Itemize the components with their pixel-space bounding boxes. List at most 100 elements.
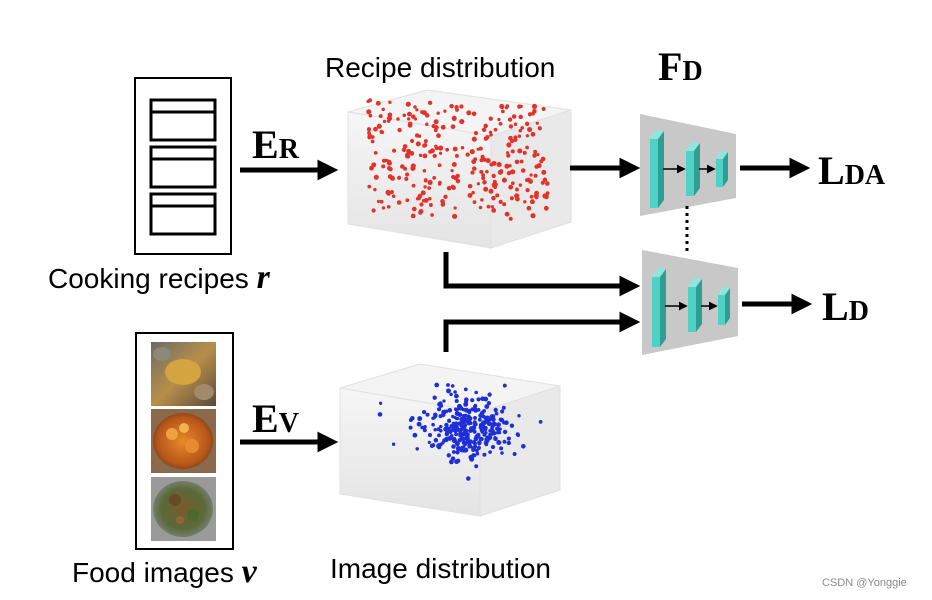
recipe-point [513, 135, 518, 140]
recipe-point [424, 178, 428, 182]
recipe-point [476, 182, 481, 186]
recipe-distribution-block: Recipe distribution [325, 52, 572, 249]
recipe-point [415, 196, 420, 201]
image-point [444, 422, 449, 428]
recipe-point [518, 128, 523, 133]
image-point [440, 412, 446, 418]
image-point [436, 444, 441, 449]
recipe-point [424, 113, 430, 118]
recipe-point [417, 134, 422, 138]
discriminator-network-icon [642, 250, 738, 355]
image-point [472, 429, 477, 433]
image-point [443, 438, 448, 442]
recipe-point [451, 162, 457, 167]
image-point [483, 415, 489, 421]
cooking-recipes-label: Cooking recipes r [48, 259, 271, 296]
image-point [451, 444, 456, 449]
recipe-point [510, 181, 515, 186]
food-images-label: Food images v [72, 553, 258, 590]
image-point [458, 430, 463, 434]
recipe-point [366, 99, 370, 104]
recipe-point [517, 148, 523, 154]
recipe-point [498, 121, 503, 126]
recipe-point [420, 110, 425, 115]
recipe-point [379, 129, 384, 135]
recipe-point [491, 173, 496, 179]
recipe-point [422, 143, 427, 148]
image-point [489, 414, 495, 419]
image-point [480, 396, 485, 401]
recipe-point [388, 100, 392, 105]
recipe-point [541, 106, 546, 112]
recipe-point [438, 145, 444, 151]
recipe-point [508, 184, 514, 190]
recipe-point [445, 147, 449, 152]
image-point [455, 450, 460, 455]
image-point [444, 409, 449, 414]
image-point [415, 447, 419, 451]
image-variable: v [242, 553, 258, 590]
image-point [454, 432, 459, 437]
image-point [447, 419, 451, 423]
image-point [408, 425, 413, 430]
image-point [520, 443, 526, 449]
recipe-point [488, 116, 493, 121]
image-point [538, 420, 543, 424]
recipe-point [488, 130, 493, 134]
image-point [475, 451, 480, 456]
recipe-point [472, 166, 477, 171]
recipe-point [527, 112, 533, 117]
recipe-point [525, 134, 530, 138]
recipe-point [415, 141, 421, 147]
image-point [487, 392, 492, 397]
recipe-point [532, 153, 537, 158]
recipe-point [502, 202, 507, 207]
recipe-point [471, 136, 477, 142]
image-distribution-label: Image distribution [330, 553, 551, 584]
image-point [445, 430, 449, 435]
recipe-point [405, 198, 410, 203]
recipe-point [373, 151, 378, 155]
recipe-point [443, 109, 447, 113]
document-icon [149, 98, 217, 236]
image-point [463, 447, 469, 453]
image-point [484, 425, 488, 430]
recipe-point [381, 107, 385, 112]
recipe-point [520, 126, 524, 130]
image-point [423, 425, 427, 429]
image-to-shared-discriminator-arrow [443, 311, 641, 352]
recipe-point [453, 206, 457, 210]
image-point [500, 451, 504, 455]
recipe-point [432, 176, 437, 180]
image-point [463, 401, 469, 407]
image-point [472, 426, 477, 430]
recipe-point [504, 163, 510, 169]
recipe-point [510, 149, 515, 154]
recipe-point [518, 114, 523, 120]
recipe-point [535, 121, 539, 125]
recipe-point [481, 173, 486, 178]
image-point [455, 441, 460, 446]
recipe-point [423, 198, 429, 203]
image-point [422, 428, 427, 433]
recipe-point [406, 154, 411, 159]
image-point [455, 445, 461, 451]
recipe-point [367, 184, 372, 189]
image-point [516, 433, 520, 438]
image-point [475, 448, 479, 453]
recipe-point [470, 170, 475, 175]
image-point [464, 397, 469, 402]
image-point [486, 420, 491, 425]
recipe-point [507, 117, 513, 122]
image-point [451, 414, 455, 419]
image-point [500, 409, 505, 414]
recipe-point [513, 122, 518, 127]
image-point [442, 399, 446, 403]
image-point [438, 403, 444, 408]
discriminator-label: FD [658, 44, 703, 89]
recipe-point [379, 199, 384, 204]
image-point [456, 458, 461, 463]
recipe-point [508, 124, 514, 129]
image-point [478, 425, 483, 430]
recipe-point [415, 108, 419, 112]
